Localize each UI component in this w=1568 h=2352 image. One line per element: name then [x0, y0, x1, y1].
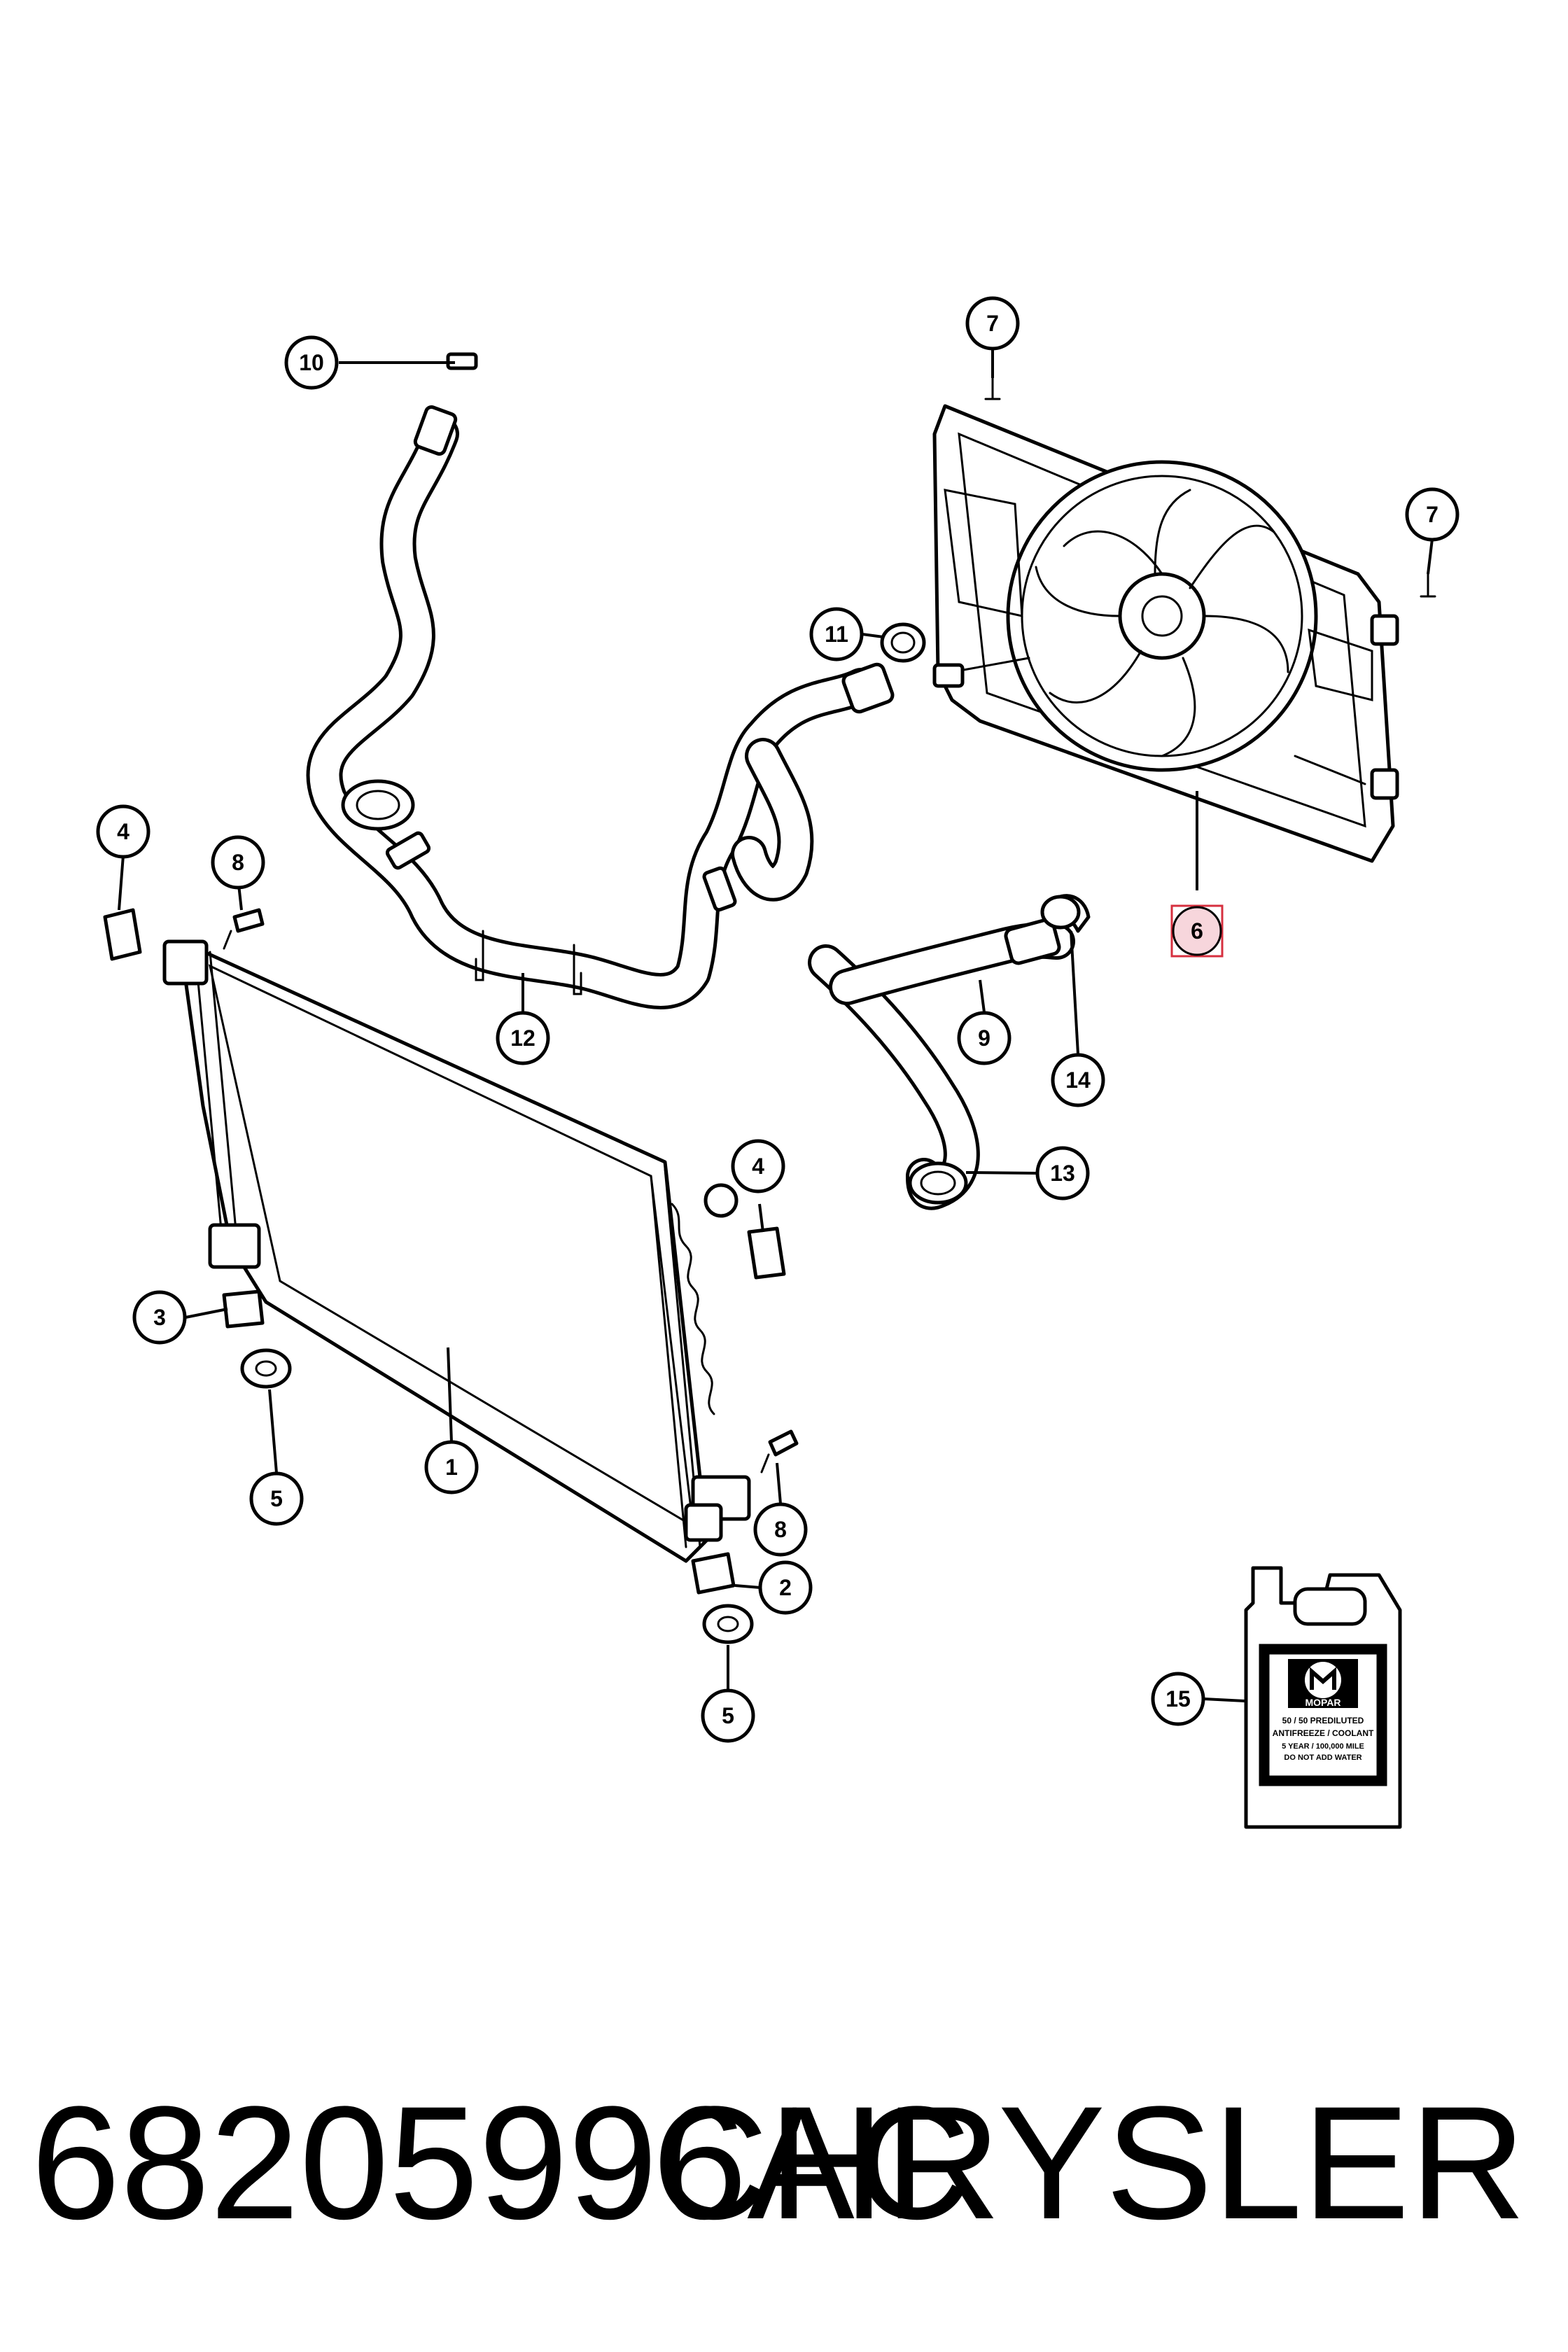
svg-text:4: 4 [117, 819, 130, 844]
footer: 68205996AC CHRYSLER [0, 2072, 1568, 2254]
callout-11[interactable]: 11 [809, 607, 864, 662]
jug-line-3: 5 YEAR / 100,000 MILE [1282, 1742, 1364, 1751]
callout-1[interactable]: 1 [424, 1440, 479, 1494]
jug-brand: MOPAR [1305, 1697, 1340, 1708]
svg-text:4: 4 [752, 1154, 764, 1179]
callout-5-right[interactable]: 5 [701, 1688, 755, 1743]
callout-5-left[interactable]: 5 [249, 1471, 304, 1526]
drain-plug-left [223, 908, 265, 950]
callout-8-left[interactable]: 8 [211, 835, 265, 890]
radiator-mount-upper-right [747, 1226, 786, 1280]
callout-9[interactable]: 9 [957, 1011, 1011, 1065]
svg-text:13: 13 [1050, 1161, 1075, 1186]
radiator-insulator-right [702, 1604, 754, 1644]
callout-13[interactable]: 13 [1035, 1146, 1090, 1200]
radiator-fan-shroud [932, 404, 1399, 863]
svg-text:7: 7 [986, 311, 999, 336]
svg-text:11: 11 [825, 622, 848, 647]
lower-radiator-hose [808, 894, 1091, 1210]
radiator-mount-upper-left [103, 908, 142, 961]
shroud-bolt-top [984, 377, 1001, 400]
svg-text:9: 9 [978, 1026, 990, 1051]
upper-radiator-hose [306, 405, 895, 1009]
radiator-bracket-lower-right [691, 1552, 736, 1595]
callout-2[interactable]: 2 [758, 1560, 813, 1615]
radiator-insulator-left [240, 1348, 292, 1389]
callout-12[interactable]: 12 [496, 1011, 550, 1065]
radiator-bracket-lower-left [222, 1289, 265, 1329]
svg-text:12: 12 [510, 1026, 536, 1051]
callout-6-highlighted[interactable]: 6 [1170, 904, 1224, 958]
callout-10[interactable]: 10 [284, 335, 339, 390]
callout-7-right[interactable]: 7 [1405, 487, 1460, 542]
callout-8-right[interactable]: 8 [753, 1502, 808, 1557]
leader-lines [118, 347, 1434, 1702]
callout-4-right[interactable]: 4 [731, 1139, 785, 1194]
svg-text:8: 8 [232, 850, 244, 875]
jug-line-2: ANTIFREEZE / COOLANT [1273, 1728, 1374, 1738]
svg-text:8: 8 [774, 1517, 787, 1542]
brand-name: CHRYSLER [652, 2073, 1526, 2253]
jug-line-4: DO NOT ADD WATER [1284, 1754, 1362, 1762]
svg-text:5: 5 [270, 1486, 283, 1511]
svg-text:6: 6 [1191, 918, 1203, 944]
svg-text:1: 1 [445, 1455, 458, 1480]
callout-4-left[interactable]: 4 [96, 804, 150, 859]
svg-text:5: 5 [722, 1703, 734, 1728]
svg-text:15: 15 [1166, 1686, 1191, 1712]
hose-clamp-upper [880, 622, 926, 663]
svg-text:7: 7 [1426, 502, 1438, 527]
svg-text:3: 3 [153, 1305, 166, 1330]
drain-plug-right [760, 1429, 799, 1474]
jug-line-1: 50 / 50 PREDILUTED [1282, 1716, 1364, 1726]
part-number: 68205996AC [31, 2073, 971, 2253]
hose-clamp-lower [1040, 895, 1081, 930]
svg-text:10: 10 [299, 350, 324, 375]
callout-7-top[interactable]: 7 [965, 296, 1020, 351]
callout-15[interactable]: 15 [1151, 1672, 1205, 1726]
shroud-bolt-right [1420, 573, 1436, 598]
callout-3[interactable]: 3 [132, 1290, 187, 1345]
coolant-jug: MOPAR 50 / 50 PREDILUTED ANTIFREEZE / CO… [1244, 1566, 1402, 1829]
radiator [162, 939, 751, 1563]
svg-text:14: 14 [1065, 1068, 1091, 1093]
parts-diagram: MOPAR 50 / 50 PREDILUTED ANTIFREEZE / CO… [96, 296, 1460, 1829]
svg-text:2: 2 [779, 1575, 792, 1600]
callout-14[interactable]: 14 [1051, 1053, 1105, 1107]
